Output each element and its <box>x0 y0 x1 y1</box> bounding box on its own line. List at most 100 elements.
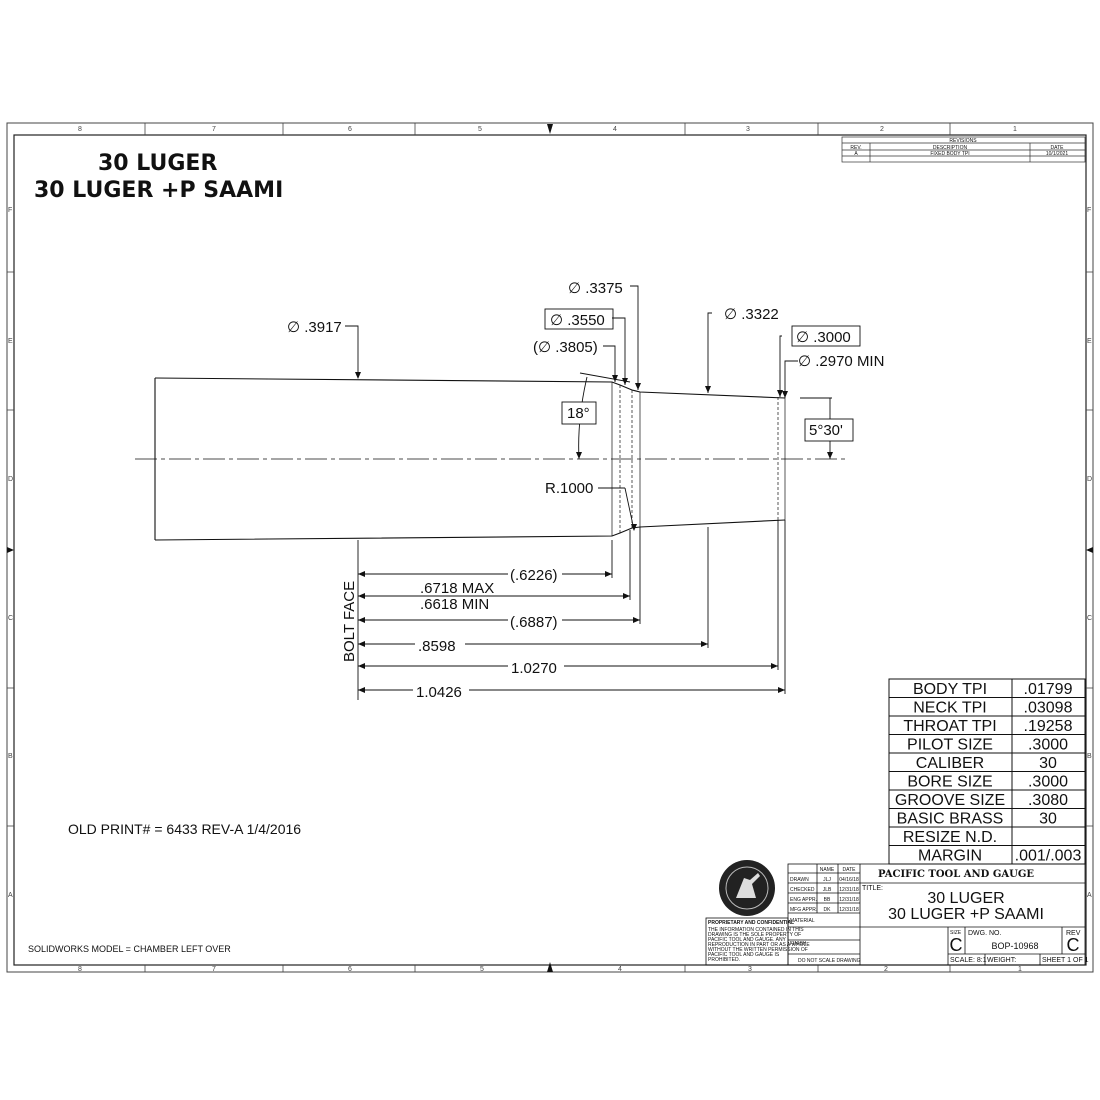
dim-angle-18: 18° <box>567 405 590 422</box>
sig-name-eng: BB <box>824 897 831 903</box>
sig-date-eng: 12/31/18 <box>839 897 859 903</box>
sheet-label: SHEET 1 OF 1 <box>1042 957 1089 964</box>
revision-row-description: FIXED BODY TPI <box>930 151 969 157</box>
profile-section-lines <box>611 382 786 536</box>
size-value: C <box>950 935 963 955</box>
spec-label-bore-size: BORE SIZE <box>907 774 992 791</box>
solidworks-note: SOLIDWORKS MODEL = CHAMBER LEFT OVER <box>28 944 231 954</box>
spec-value-neck-tpi: .03098 <box>1024 700 1073 717</box>
dim-dia-3322: ∅ .3322 <box>724 306 779 323</box>
proprietary-text-1: THE INFORMATION CONTAINED IN THIS <box>708 927 804 933</box>
grid-right-f: F <box>1087 207 1091 214</box>
grid-top-2: 2 <box>880 126 884 133</box>
grid-top-3: 3 <box>746 126 750 133</box>
grid-left-f: F <box>8 207 12 214</box>
dim-bg-10426 <box>413 682 469 698</box>
proprietary-text-5: WITHOUT THE WRITTEN PERMISSION OF <box>708 947 808 953</box>
do-not-scale-label: DO NOT SCALE DRAWING <box>798 958 861 964</box>
dim-radius-1000: R.1000 <box>545 480 593 497</box>
rev-label: REV <box>1066 930 1081 937</box>
company-seal-logo <box>719 860 775 916</box>
side-grid-letters: F E D C B A F E D C B A <box>8 207 1092 899</box>
dim-dia-3375: ∅ .3375 <box>568 280 623 297</box>
spec-value-pilot-size: .3000 <box>1028 737 1068 754</box>
grid-right-c: C <box>1087 615 1092 622</box>
grid-left-e: E <box>8 338 13 345</box>
grid-right-d: D <box>1087 476 1092 483</box>
grid-bottom-6: 6 <box>348 966 352 973</box>
revision-row-rev: A <box>854 151 858 157</box>
grid-left-d: D <box>8 476 13 483</box>
grid-top-5: 5 <box>478 126 482 133</box>
box-dia-3550 <box>544 308 614 330</box>
box-angle-530 <box>804 418 854 442</box>
dim-bolt-face: BOLT FACE <box>341 581 358 662</box>
grid-right-a: A <box>1087 892 1092 899</box>
title-block-grid <box>705 863 1086 966</box>
spec-table: BODY TPI .01799 NECK TPI .03098 THROAT T… <box>895 681 1082 865</box>
top-grid-numbers: 8 7 6 5 4 3 2 1 <box>78 126 1017 133</box>
grid-left-c: C <box>8 615 13 622</box>
scale-label: SCALE: 8:1 <box>950 957 987 964</box>
revisions-header-date: DATE <box>1051 145 1065 151</box>
spec-value-body-tpi: .01799 <box>1024 681 1073 698</box>
dim-dia-3917: ∅ .3917 <box>287 319 342 336</box>
grid-bottom-8: 8 <box>78 966 82 973</box>
spec-label-pilot-size: PILOT SIZE <box>907 737 993 754</box>
dim-bg-6226 <box>508 564 562 582</box>
border-ticks <box>7 123 1093 972</box>
grid-top-7: 7 <box>212 126 216 133</box>
bottom-grid-numbers: 8 7 6 5 4 3 2 1 <box>78 966 1022 973</box>
material-label: MATERIAL <box>790 918 815 924</box>
revisions-header-description: DESCRIPTION <box>933 145 968 151</box>
proprietary-text-3: PACIFIC TOOL AND GAUGE. ANY <box>708 937 787 943</box>
spec-label-body-tpi: BODY TPI <box>913 681 987 698</box>
dim-len-6618: .6618 MIN <box>420 596 489 613</box>
spec-label-neck-tpi: NECK TPI <box>913 700 987 717</box>
revision-row-date: 10/1/2021 <box>1046 151 1068 157</box>
grid-top-1: 1 <box>1013 126 1017 133</box>
sig-name-mfg: DK <box>824 907 832 913</box>
spec-value-margin: .001/.003 <box>1015 848 1082 865</box>
company-name: PACIFIC TOOL AND GAUGE <box>878 869 1034 880</box>
grid-right-e: E <box>1087 338 1092 345</box>
sig-role-eng: ENG APPR. <box>790 897 817 903</box>
revisions-block <box>841 136 1086 163</box>
grid-top-8: 8 <box>78 126 82 133</box>
finish-label: FINISH <box>790 941 807 947</box>
old-print-note: OLD PRINT# = 6433 REV-A 1/4/2016 <box>68 821 301 837</box>
spec-label-resize-nd: RESIZE N.D. <box>903 829 997 846</box>
grid-left-b: B <box>8 753 13 760</box>
dim-len-8598: .8598 <box>418 638 456 655</box>
size-label: SIZE <box>950 930 962 936</box>
grid-top-4: 4 <box>613 126 617 133</box>
spec-label-basic-brass: BASIC BRASS <box>897 811 1004 828</box>
box-dia-3000 <box>791 325 861 347</box>
proprietary-text-6: PACIFIC TOOL AND GAUGE IS <box>708 952 780 958</box>
sig-header-date: DATE <box>843 867 857 873</box>
dim-bg-8598 <box>415 636 465 652</box>
rev-value: C <box>1067 935 1080 955</box>
spec-value-basic-brass: 30 <box>1039 811 1057 828</box>
title-label: TITLE: <box>862 885 883 892</box>
proprietary-text-2: DRAWING IS THE SOLE PROPERTY OF <box>708 932 801 938</box>
dim-dia-3000: ∅ .3000 <box>796 329 851 346</box>
grid-bottom-5: 5 <box>480 966 484 973</box>
spec-label-margin: MARGIN <box>918 848 982 865</box>
grid-bottom-1: 1 <box>1018 966 1022 973</box>
spec-value-caliber: 30 <box>1039 755 1057 772</box>
dim-len-10426: 1.0426 <box>416 684 462 701</box>
spec-value-throat-tpi: .19258 <box>1024 718 1073 735</box>
grid-bottom-3: 3 <box>748 966 752 973</box>
dim-len-6887: (.6887) <box>510 614 558 631</box>
revisions-header-rev: REV. <box>850 145 861 151</box>
sig-header-name: NAME <box>820 867 835 873</box>
spec-label-groove-size: GROOVE SIZE <box>895 792 1005 809</box>
grid-bottom-7: 7 <box>212 966 216 973</box>
box-angle-18 <box>561 401 597 425</box>
revisions-title: REVISIONS <box>949 138 977 144</box>
proprietary-text-4: REPRODUCTION IN PART OR AS A WHOLE <box>708 942 810 948</box>
proprietary-text-7: PROHIBITED. <box>708 957 740 963</box>
leader-arrowheads <box>355 372 833 531</box>
